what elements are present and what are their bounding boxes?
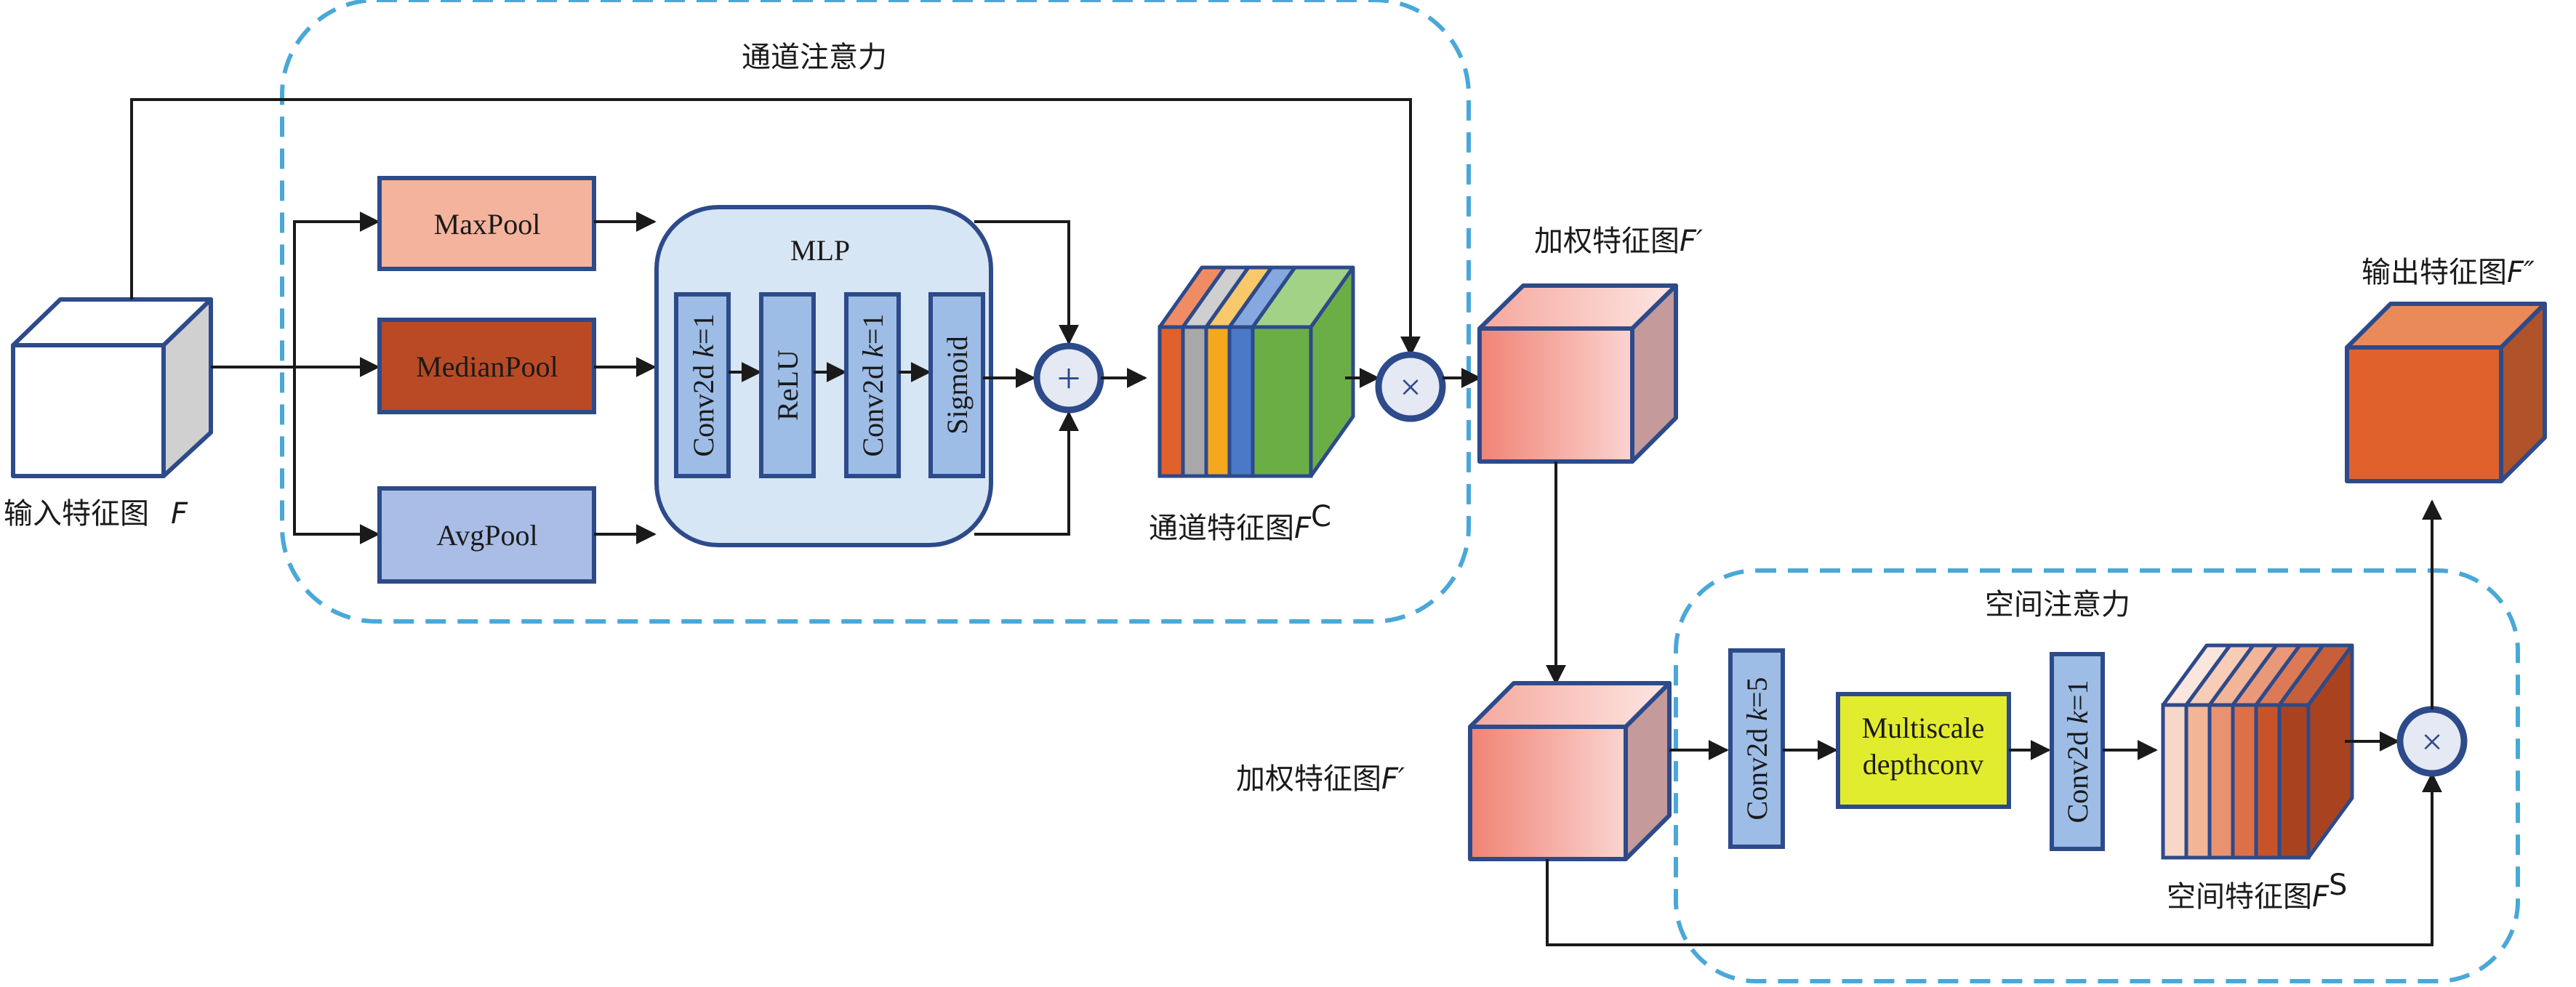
- medianpool-box: [377, 318, 596, 414]
- mlp-sigmoid-layer: [928, 292, 985, 478]
- weighted-feature-cube-bottom: [1468, 681, 1672, 861]
- spatial-feature-stripe-3: [2207, 703, 2235, 860]
- mlp-relu-label: ReLU: [771, 350, 804, 421]
- spatial-skip-arrow: [1546, 772, 2442, 946]
- channel-feature-stripe-1: [1157, 325, 1185, 478]
- maxpool-box: [377, 176, 596, 271]
- mlp-conv1-layer: [674, 292, 731, 478]
- channel-attention-region: [280, 0, 1471, 624]
- channel-feature-label: 通道特征图FC: [1149, 500, 1331, 545]
- spatial-attention-region: [1674, 568, 2520, 983]
- input-to-avg-arrow: [293, 367, 380, 544]
- weighted-feature-label-top: 加权特征图F′: [1534, 225, 1703, 258]
- maxpool-label: MaxPool: [434, 208, 541, 241]
- spatial-feature-stripe-5: [2254, 703, 2282, 860]
- spatial-conv5-label: Conv2d k=5: [1741, 677, 1773, 820]
- mlp-bottom-to-add-arrow: [974, 411, 1079, 536]
- mlp-relu-layer: [759, 292, 816, 478]
- input-to-max-arrow: [293, 212, 380, 367]
- channel-feature-map: [1157, 265, 1355, 478]
- channel-feature-stripe-5: [1251, 325, 1313, 478]
- mlp-title: MLP: [790, 234, 850, 267]
- mlp-conv1-label: Conv2d k=1: [687, 313, 720, 456]
- mlp-sigmoid-label: Sigmoid: [941, 336, 974, 435]
- channel-feature-stripe-2: [1181, 325, 1208, 478]
- channel-feature-stripe-3: [1204, 325, 1232, 478]
- add-symbol: +: [1057, 355, 1081, 402]
- channel-feature-stripe-4: [1227, 325, 1255, 478]
- spatial-conv5-layer: [1728, 648, 1785, 849]
- input-feature-cube: [11, 297, 213, 478]
- spatial-multiply-symbol: ×: [2421, 722, 2442, 763]
- multiscale-label-line2: depthconv: [1863, 748, 1984, 781]
- mlp-conv2-label: Conv2d k=1: [856, 313, 889, 456]
- output-feature-label: 输出特征图F″: [2362, 256, 2535, 289]
- channel-attention-title: 通道注意力: [742, 41, 887, 74]
- spatial-feature-stripe-4: [2231, 703, 2258, 860]
- output-feature-cube: [2345, 302, 2547, 483]
- avgpool-label: AvgPool: [436, 519, 537, 552]
- spatial-conv1-layer: [2050, 652, 2105, 851]
- weighted-feature-cube-top: [1477, 283, 1678, 464]
- avgpool-box: [377, 486, 596, 584]
- skip-connection-arrow: [130, 98, 1421, 357]
- channel-multiply-symbol: ×: [1400, 367, 1421, 408]
- spatial-feature-stripe-2: [2184, 703, 2212, 860]
- spatial-feature-stripe-1: [2161, 703, 2188, 860]
- spatial-feature-map: [2161, 643, 2354, 860]
- weighted-feature-label-bottom: 加权特征图F′: [1236, 762, 1405, 796]
- channel-multiply-operator: [1375, 351, 1446, 422]
- spatial-feature-stripe-6: [2277, 703, 2311, 860]
- mlp-conv2-layer: [844, 292, 901, 478]
- spatial-conv1-label: Conv2d k=1: [2061, 680, 2094, 823]
- mlp-block: [654, 205, 993, 547]
- medianpool-label: MedianPool: [416, 350, 558, 383]
- mlp-top-to-add-arrow: [974, 220, 1079, 345]
- multiscale-label-line1: Multiscale: [1862, 712, 1985, 744]
- spatial-feature-label: 空间特征图FS: [2167, 869, 2347, 914]
- spatial-attention-title: 空间注意力: [1985, 588, 2130, 621]
